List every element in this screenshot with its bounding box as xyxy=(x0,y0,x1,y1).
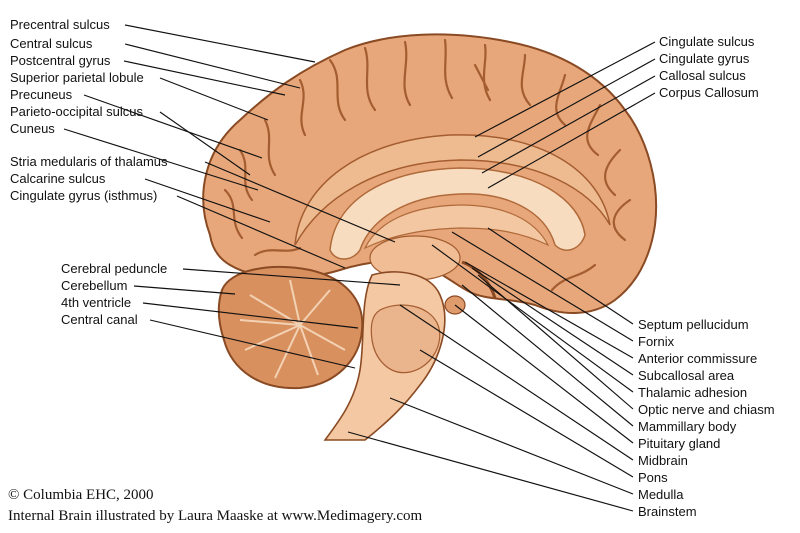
label-cingulate-gyrus-isthmus: Cingulate gyrus (isthmus) xyxy=(10,188,157,203)
leader-line xyxy=(389,397,634,495)
label-medulla: Medulla xyxy=(638,487,684,502)
leader-line xyxy=(431,244,634,393)
leader-lines xyxy=(63,24,656,512)
label-cerebral-peduncle: Cerebral peduncle xyxy=(61,261,167,276)
leader-line xyxy=(454,304,634,444)
label-stria-medularis: Stria medularis of thalamus xyxy=(10,154,168,169)
label-superior-parietal-lobule: Superior parietal lobule xyxy=(10,70,144,85)
label-midbrain: Midbrain xyxy=(638,453,688,468)
leader-line xyxy=(487,92,656,189)
label-cuneus: Cuneus xyxy=(10,121,55,136)
label-subcallosal-area: Subcallosal area xyxy=(638,368,735,383)
label-mammillary-body: Mammillary body xyxy=(638,419,737,434)
leader-line xyxy=(204,161,396,243)
label-optic-nerve-chiasm: Optic nerve and chiasm xyxy=(638,402,775,417)
leader-line xyxy=(123,60,286,96)
optic-chiasm xyxy=(461,260,497,299)
label-cingulate-sulcus: Cingulate sulcus xyxy=(659,34,755,49)
leader-line xyxy=(142,302,359,329)
leader-line xyxy=(133,285,236,295)
illustrator-credit: Internal Brain illustrated by Laura Maas… xyxy=(8,508,422,524)
leader-line xyxy=(451,231,634,342)
arbor-vitae xyxy=(239,279,346,379)
leader-line xyxy=(124,24,316,63)
labels-left: Precentral sulcus Central sulcus Postcen… xyxy=(10,17,168,327)
leader-line xyxy=(144,178,271,223)
label-septum-pellucidum: Septum pellucidum xyxy=(638,317,749,332)
corpus-callosum xyxy=(329,167,586,260)
cortical-sulci xyxy=(223,38,632,292)
label-precuneus: Precuneus xyxy=(10,87,73,102)
labels-right-bottom: Septum pellucidum Fornix Anterior commis… xyxy=(638,317,775,519)
label-pituitary-gland: Pituitary gland xyxy=(638,436,720,451)
label-cingulate-gyrus: Cingulate gyrus xyxy=(659,51,750,66)
leader-line xyxy=(461,284,634,427)
leader-line xyxy=(63,128,259,191)
label-anterior-commissure: Anterior commissure xyxy=(638,351,757,366)
labels-right-top: Cingulate sulcus Cingulate gyrus Callosa… xyxy=(659,34,759,100)
leader-line xyxy=(481,75,656,174)
label-central-canal: Central canal xyxy=(61,312,138,327)
label-thalamic-adhesion: Thalamic adhesion xyxy=(638,385,747,400)
label-callosal-sulcus: Callosal sulcus xyxy=(659,68,746,83)
label-pons: Pons xyxy=(638,470,668,485)
pons xyxy=(370,304,441,374)
label-corpus-callosum: Corpus Callosum xyxy=(659,85,759,100)
label-precentral-sulcus: Precentral sulcus xyxy=(10,17,110,32)
leader-line xyxy=(477,274,634,410)
label-brainstem: Brainstem xyxy=(638,504,697,519)
leader-line xyxy=(176,195,346,269)
label-calcarine-sulcus: Calcarine sulcus xyxy=(10,171,106,186)
leader-line xyxy=(487,227,634,325)
label-parieto-occipital-sulcus: Parieto-occipital sulcus xyxy=(10,104,143,119)
leader-line xyxy=(347,431,634,512)
brain-illustration xyxy=(202,33,658,441)
leader-line xyxy=(419,349,634,478)
label-4th-ventricle: 4th ventricle xyxy=(61,295,131,310)
cingulate-gyrus xyxy=(294,134,611,246)
copyright-text: © Columbia EHC, 2000 xyxy=(8,487,154,503)
leader-line xyxy=(464,261,634,359)
leader-line xyxy=(182,268,401,286)
leader-line xyxy=(159,77,269,121)
leader-line xyxy=(399,304,634,461)
label-cerebellum: Cerebellum xyxy=(61,278,127,293)
leader-line xyxy=(149,319,356,369)
leader-line xyxy=(124,43,301,89)
leader-line xyxy=(159,111,251,176)
label-postcentral-gyrus: Postcentral gyrus xyxy=(10,53,111,68)
credits: © Columbia EHC, 2000 Internal Brain illu… xyxy=(8,487,422,524)
leader-line xyxy=(471,267,634,376)
leader-line xyxy=(83,94,263,159)
leader-line xyxy=(474,41,656,138)
leader-line xyxy=(477,58,656,158)
septum-fornix xyxy=(363,204,550,250)
label-fornix: Fornix xyxy=(638,334,675,349)
label-central-sulcus: Central sulcus xyxy=(10,36,93,51)
